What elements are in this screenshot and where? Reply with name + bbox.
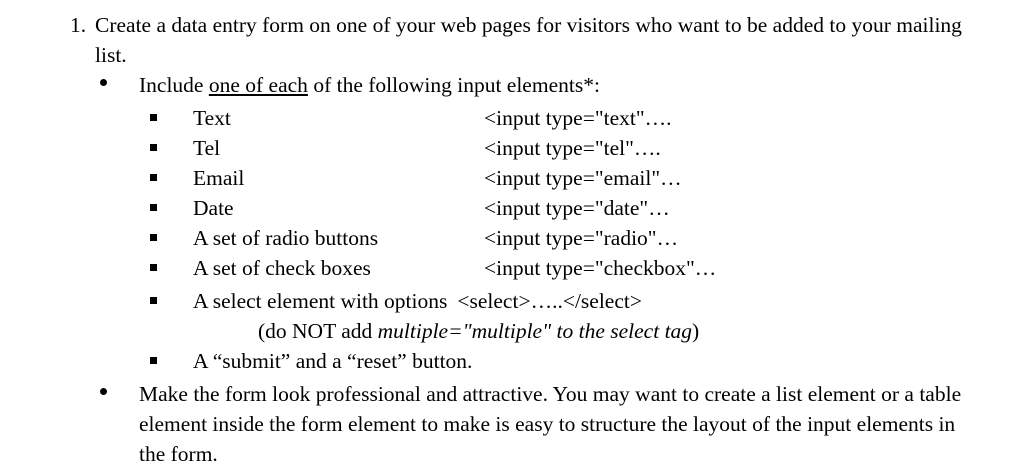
include-text-after: of the following input elements*: <box>307 73 600 97</box>
input-element-code: <input type="email"… <box>484 166 682 190</box>
input-element-row: Text <input type="text"…. <box>150 103 1010 133</box>
input-element-code: <input type="tel"…. <box>484 136 661 160</box>
include-text-before: Include <box>139 73 209 97</box>
buttons-requirement-row: A “submit” and a “reset” button. <box>150 346 1010 376</box>
input-element-label: Email <box>193 166 245 190</box>
include-emphasis: one of each <box>208 73 308 97</box>
select-multiple-note: (do NOT add multiple="multiple" to the s… <box>258 316 699 346</box>
input-element-label: Tel <box>193 136 221 160</box>
bullet-include-inputs: Include one of each of the following inp… <box>100 70 970 100</box>
input-element-row: Date <input type="date"… <box>150 193 1010 223</box>
square-bullet-icon <box>150 253 193 283</box>
input-element-label: Date <box>193 196 234 220</box>
square-bullet-icon <box>150 193 193 223</box>
square-bullet-icon <box>150 223 193 253</box>
input-element-row: Tel <input type="tel"…. <box>150 133 1010 163</box>
disc-bullet-icon <box>100 379 139 409</box>
input-element-code: <select>…..</select> <box>457 289 642 313</box>
square-bullet-icon <box>150 103 193 133</box>
input-element-label: Text <box>193 106 231 130</box>
numbered-item-row: 1. Create a data entry form on one of yo… <box>70 10 970 70</box>
input-element-row: A set of radio buttons <input type="radi… <box>150 223 1010 253</box>
note-prefix: (do NOT add <box>258 319 378 343</box>
square-bullet-icon <box>150 286 193 316</box>
input-element-row: A set of check boxes <input type="checkb… <box>150 253 1010 283</box>
bullet-professional-text: Make the form look professional and attr… <box>139 382 962 466</box>
list-number-marker: 1. <box>70 13 87 37</box>
square-bullet-icon <box>150 133 193 163</box>
input-element-label: A set of check boxes <box>193 256 371 280</box>
buttons-requirement-label: A “submit” and a “reset” button. <box>193 349 473 373</box>
square-bullet-icon <box>150 163 193 193</box>
input-element-label: A set of radio buttons <box>193 226 379 250</box>
input-element-code: <input type="radio"… <box>484 226 679 250</box>
input-element-row: Email <input type="email"… <box>150 163 1010 193</box>
bullet-include-text: Include one of each of the following inp… <box>139 70 970 100</box>
input-element-code: <input type="date"… <box>484 196 670 220</box>
numbered-list-item: 1. Create a data entry form on one of yo… <box>70 10 970 70</box>
bullet-professional-form: Make the form look professional and attr… <box>100 379 970 469</box>
square-bullet-icon <box>150 346 193 376</box>
input-element-row: A select element with options <select>….… <box>150 286 1010 316</box>
input-element-code: <input type="text"…. <box>484 106 672 130</box>
note-italic: multiple="multiple" to the select tag <box>377 319 693 343</box>
input-element-code: <input type="checkbox"… <box>484 256 717 280</box>
numbered-item-text: Create a data entry form on one of your … <box>95 13 962 67</box>
input-element-label: A select element with options <box>193 289 448 313</box>
disc-bullet-icon <box>100 70 139 100</box>
note-suffix: ) <box>692 319 700 343</box>
